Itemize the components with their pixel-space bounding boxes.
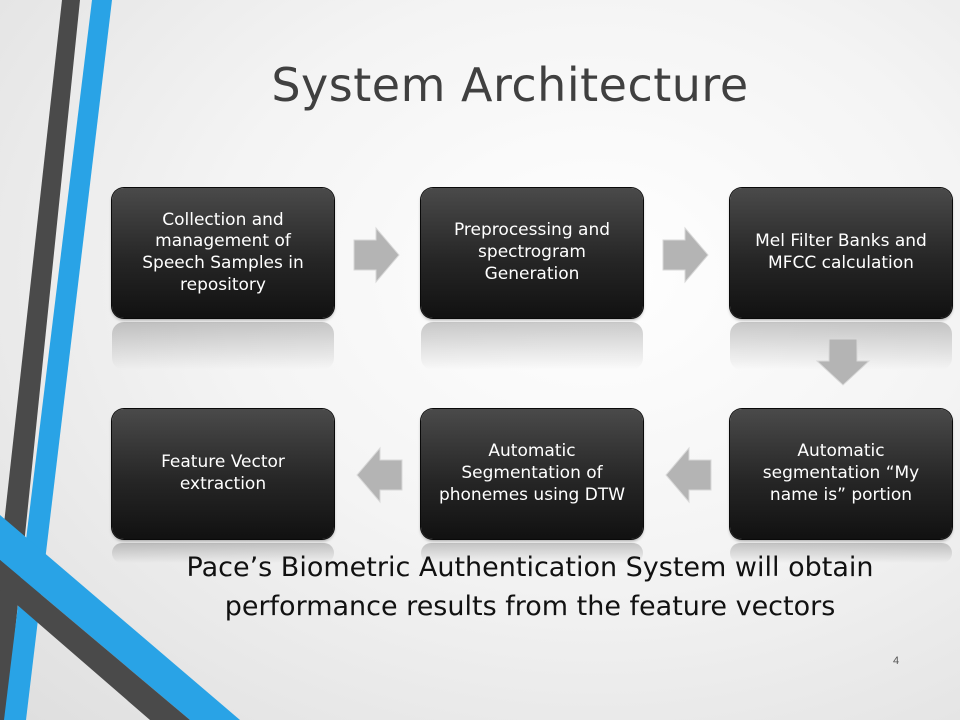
step-feature-vector-label: Feature Vector extraction xyxy=(161,452,285,494)
caption-line-1: Pace’s Biometric Authentication System w… xyxy=(186,552,874,583)
step-phoneme-segmentation-box: Automatic Segmentation of phonemes using… xyxy=(421,409,643,539)
arrow-down-icon xyxy=(815,338,871,386)
step-collection-label: Collection and management of Speech Samp… xyxy=(142,209,304,295)
box-reflection xyxy=(421,543,643,563)
slide-title: System Architecture xyxy=(271,58,749,112)
step-preprocessing-box: Preprocessing and spectrogram Generation xyxy=(421,188,643,318)
step-collection-box: Collection and management of Speech Samp… xyxy=(112,188,334,318)
page-number: 4 xyxy=(893,655,900,667)
slide-caption: Pace’s Biometric Authentication System w… xyxy=(110,548,950,626)
box-reflection xyxy=(730,543,952,563)
step-preprocessing-label: Preprocessing and spectrogram Generation xyxy=(453,220,611,284)
arrow-left-icon xyxy=(665,446,712,504)
caption-line-2: performance results from the feature vec… xyxy=(224,591,836,623)
box-reflection xyxy=(421,322,643,370)
step-mfcc-label: Mel Filter Banks and MFCC calculation xyxy=(755,231,927,273)
arrow-right-icon xyxy=(662,226,709,284)
box-reflection xyxy=(112,543,334,563)
step-name-segmentation-box: Automatic segmentation “My name is” port… xyxy=(730,409,952,539)
arrow-right-icon xyxy=(353,226,400,284)
step-phoneme-segmentation-label: Automatic Segmentation of phonemes using… xyxy=(438,441,626,505)
step-mfcc-box: Mel Filter Banks and MFCC calculation xyxy=(730,188,952,318)
step-feature-vector-box: Feature Vector extraction xyxy=(112,409,334,539)
arrow-left-icon xyxy=(356,446,403,504)
box-reflection xyxy=(112,322,334,370)
step-name-segmentation-label: Automatic segmentation “My name is” port… xyxy=(762,441,920,505)
